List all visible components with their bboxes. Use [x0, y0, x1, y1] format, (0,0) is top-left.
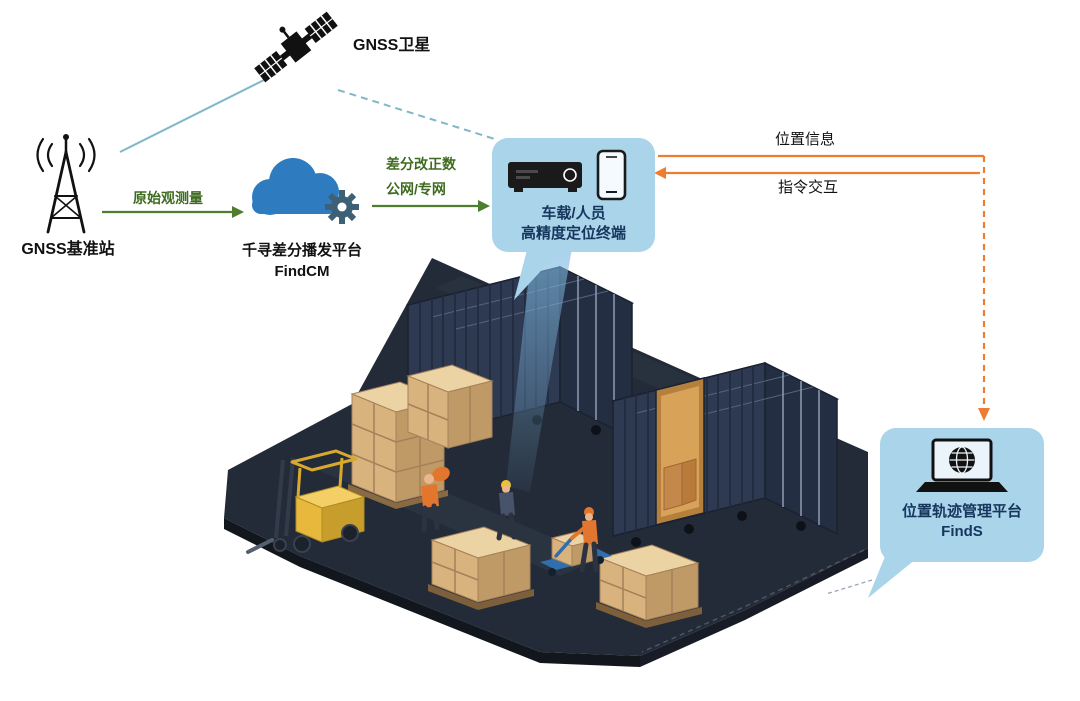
terminal-label-line1: 车载/人员: [541, 205, 606, 222]
correction-label-line1: 差分改正数: [386, 156, 456, 172]
raw-observation-label: 原始观测量: [133, 190, 203, 206]
pallet-stack-right: [596, 544, 702, 628]
orange-flow-arrows: [654, 154, 990, 421]
laptop-globe-icon: [916, 438, 1008, 492]
container-corrugation: [624, 366, 754, 533]
terminal-icons: [508, 149, 627, 201]
platform-to-yard-connector: [825, 579, 873, 595]
floor-zone-marking: [641, 549, 865, 653]
worker-jack-operator: [570, 507, 599, 573]
base-station-label: GNSS基准站: [21, 241, 115, 258]
gnss-base-station-icon: [36, 134, 96, 234]
worker-carrying: [421, 466, 450, 533]
pallet: [428, 584, 534, 610]
command-interaction-label: 指令交互: [777, 179, 838, 196]
pallet: [596, 602, 702, 628]
terminal-bubble-tail: [514, 246, 564, 300]
management-platform-node: 位置轨迹管理平台 FindS: [880, 428, 1044, 562]
platform-bubble-tail: [868, 554, 922, 598]
smartphone-icon: [596, 149, 627, 201]
correction-label-line2: 公网/专网: [386, 181, 446, 197]
carton-stack-short: [406, 364, 494, 449]
satellite-to-base-link: [119, 73, 277, 153]
gnss-satellite-icon: [254, 11, 338, 83]
satellite-label: GNSS卫星: [353, 37, 431, 54]
satellite-to-terminal-link: [337, 89, 499, 141]
satellite-links: [119, 73, 499, 153]
shipping-container-right: [610, 361, 840, 547]
cloud-platform-product: FindCM: [274, 263, 330, 280]
container-wheels: [631, 511, 806, 547]
management-platform-name: 位置轨迹管理平台: [901, 503, 1022, 520]
positioning-beam: [506, 248, 572, 492]
cloud-platform-name: 千寻差分播发平台: [241, 242, 362, 259]
vehicle-device-icon: [508, 162, 582, 192]
forklift: [246, 449, 366, 554]
position-info-label: 位置信息: [774, 131, 835, 148]
gear-icon: [325, 190, 359, 224]
terminal-label-line2: 高精度定位终端: [520, 225, 626, 243]
worker-walking: [496, 480, 517, 541]
warehouse-scene: [224, 258, 868, 667]
pallet-stack-center: [428, 526, 534, 610]
green-flow-arrows: [102, 200, 490, 218]
terminal-node: 车载/人员 高精度定位终端: [492, 138, 655, 252]
management-platform-product: FindS: [941, 523, 983, 541]
container-door-rods: [782, 372, 820, 525]
container-open-door: [655, 377, 705, 526]
cloud-platform-icon: [252, 158, 359, 224]
